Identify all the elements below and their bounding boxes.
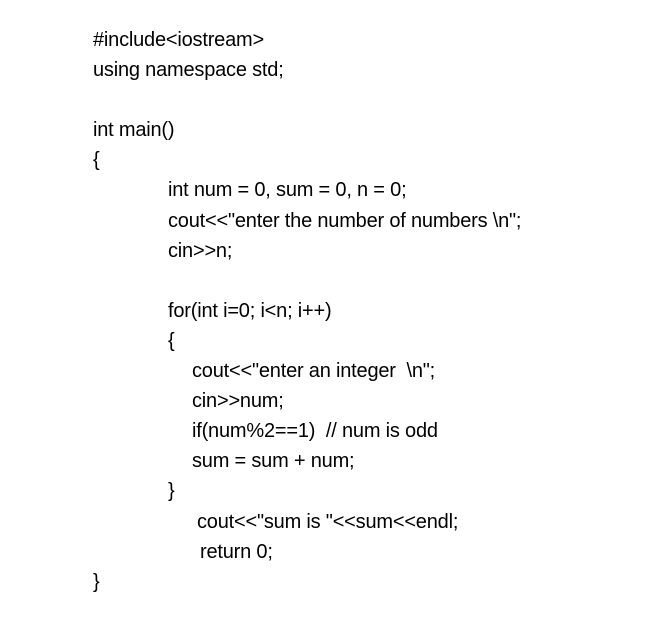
code-line: cout<<"sum is "<<sum<<endl; (197, 510, 459, 533)
code-line: return 0; (200, 540, 273, 563)
code-line: int num = 0, sum = 0, n = 0; (168, 179, 407, 202)
code-line: } (168, 480, 175, 503)
code-line (0, 85, 521, 115)
code-line: cin>>num; (192, 390, 284, 413)
code-line: if(num%2==1) // num is odd (192, 420, 438, 443)
code-line (0, 266, 521, 296)
code-line: { (93, 149, 100, 172)
code-line: using namespace std; (93, 59, 284, 82)
code-line: cout<<"enter an integer \n"; (192, 360, 436, 383)
code-line: } (93, 570, 100, 593)
code-line: #include<iostream> (93, 29, 264, 51)
code-line: sum = sum + num; (192, 450, 355, 473)
code-line: cout<<"enter the number of numbers \n"; (168, 209, 522, 232)
code-line: for(int i=0; i<n; i++) (168, 299, 332, 322)
code-block: #include<iostream> using namespace std; in… (0, 25, 521, 597)
code-line: cin>>n; (168, 239, 233, 262)
code-line: int main() (93, 119, 175, 142)
code-line: { (168, 329, 175, 352)
